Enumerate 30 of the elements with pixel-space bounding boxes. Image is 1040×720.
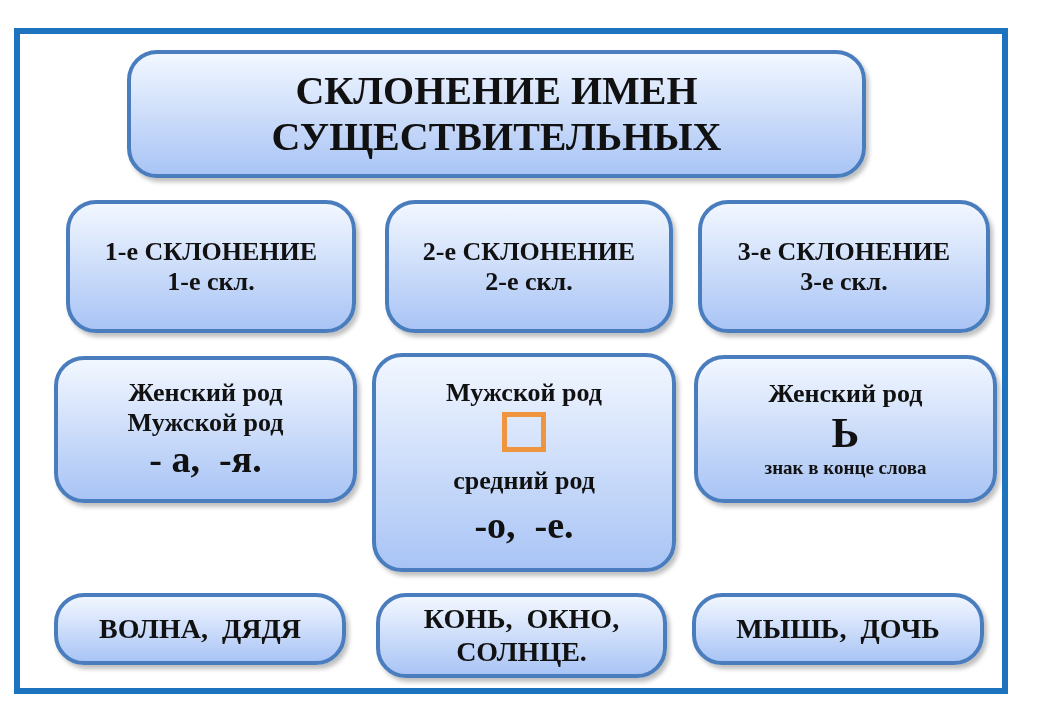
box-text: - а, -я. bbox=[149, 437, 262, 482]
rounded-box bbox=[66, 200, 356, 333]
box-text: КОНЬ, ОКНО, СОЛНЦЕ. bbox=[422, 603, 621, 668]
box-text: ВОЛНА, ДЯДЯ bbox=[99, 612, 301, 646]
rounded-box bbox=[698, 200, 990, 333]
rounded-box bbox=[54, 593, 346, 665]
rounded-box bbox=[376, 593, 667, 678]
box-text: Ь bbox=[831, 408, 860, 458]
box-text: 3-е скл. bbox=[800, 266, 888, 297]
box-text: Женский род bbox=[768, 379, 923, 409]
rounded-box bbox=[54, 356, 357, 503]
box-text: 1-е СКЛОНЕНИЕ bbox=[104, 236, 318, 267]
rounded-box bbox=[372, 353, 676, 572]
box-text: 3-е СКЛОНЕНИЕ bbox=[737, 236, 951, 267]
zero-ending-square bbox=[502, 411, 546, 452]
box-text: МЫШЬ, ДОЧЬ bbox=[736, 612, 940, 646]
box-text: 2-е скл. bbox=[485, 266, 573, 297]
box-text: -о, -е. bbox=[474, 503, 574, 548]
box-text: Женский род bbox=[128, 377, 283, 408]
title-box bbox=[127, 50, 866, 178]
box-text: СКЛОНЕНИЕ ИМЕН СУЩЕСТВИТЕЛЬНЫХ bbox=[270, 68, 723, 160]
box-text: Мужской род bbox=[446, 377, 602, 408]
box-text: знак в конце слова bbox=[764, 457, 927, 479]
box-text: средний род bbox=[453, 465, 595, 496]
box-text: 2-е СКЛОНЕНИЕ bbox=[422, 236, 636, 267]
rounded-box bbox=[385, 200, 673, 333]
box-text: Мужской род bbox=[127, 407, 284, 438]
rounded-box bbox=[692, 593, 984, 665]
rounded-box bbox=[694, 355, 997, 503]
box-text: 1-е скл. bbox=[167, 266, 255, 297]
